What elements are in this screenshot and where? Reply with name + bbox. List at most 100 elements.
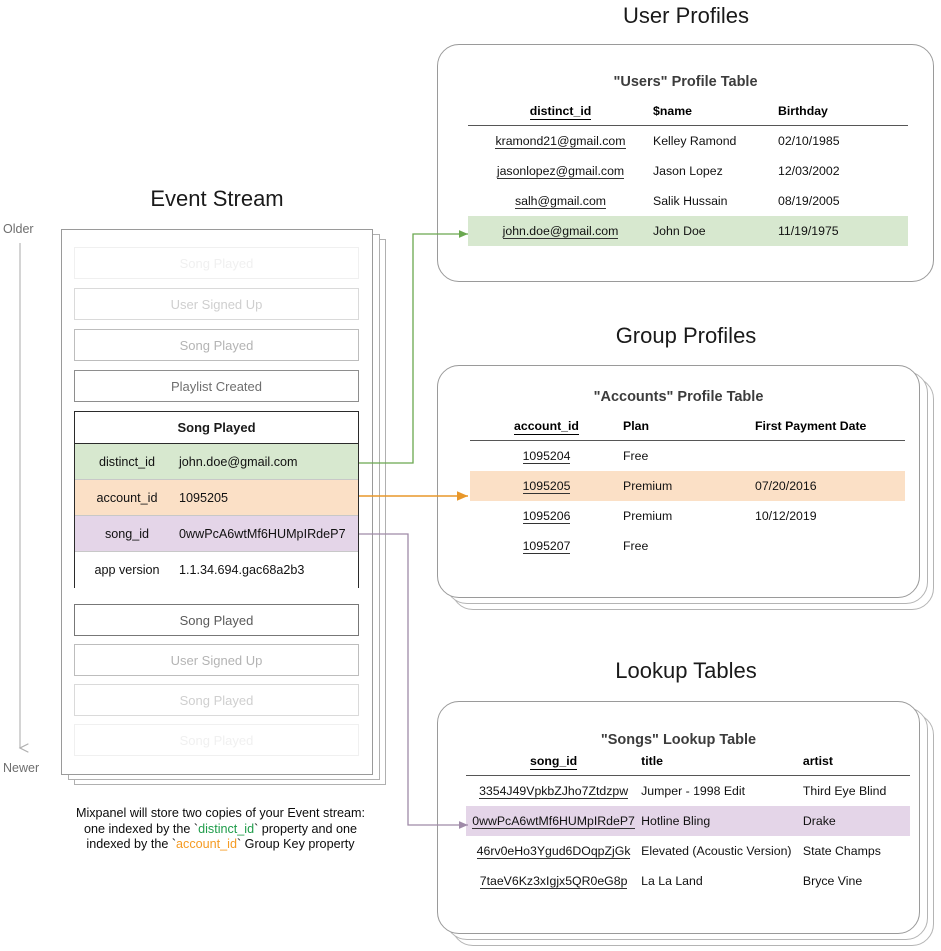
caption-block: Mixpanel will store two copies of your E… (38, 806, 403, 853)
songs-cell-song-id: 7taeV6Kz3xIgjx5QR0eG8p (479, 874, 628, 889)
table-row[interactable]: 46rv0eHo3Ygud6DOqpZjGk Elevated (Acousti… (466, 836, 910, 866)
accounts-table: account_id Plan First Payment Date 10952… (470, 419, 905, 561)
songs-table: song_id title artist 3354J49VpkbZJho7Ztd… (466, 754, 910, 896)
property-key: account_id (96, 490, 158, 505)
users-cell-birthday: 11/19/1975 (778, 216, 908, 246)
accounts-cell-account-id: 1095207 (522, 539, 571, 554)
event-label: Song Played (179, 337, 254, 353)
accounts-cell-plan: Free (623, 449, 649, 463)
table-row[interactable]: 3354J49VpkbZJho7Ztdzpw Jumper - 1998 Edi… (466, 776, 910, 807)
caption-line-3: indexed by the `account_id` Group Key pr… (38, 837, 403, 853)
table-row-highlighted[interactable]: john.doe@gmail.com John Doe 11/19/1975 (468, 216, 908, 246)
property-value: 0wwPcA6wtMf6HUMpIRdeP7 (179, 526, 346, 541)
users-cell-distinct-id: jasonlopez@gmail.com (496, 164, 625, 179)
caption-line-2: one indexed by the `distinct_id` propert… (38, 822, 403, 838)
table-row[interactable]: jasonlopez@gmail.com Jason Lopez 12/03/2… (468, 156, 908, 186)
accounts-cell-account-id: 1095206 (522, 509, 571, 524)
accounts-table-header-row: account_id Plan First Payment Date (470, 419, 905, 441)
accounts-table-title: "Accounts" Profile Table (593, 389, 764, 405)
songs-cell-song-id: 46rv0eHo3Ygud6DOqpZjGk (476, 844, 631, 859)
focused-event-card: Song Played distinct_id john.doe@gmail.c… (74, 411, 359, 588)
event-label: Song Played (179, 612, 254, 628)
section-title-lookup-tables: Lookup Tables (615, 658, 757, 683)
caption-line-1: Mixpanel will store two copies of your E… (75, 806, 366, 820)
users-table-header-row: distinct_id $name Birthday (468, 104, 908, 126)
songs-cell-title: La La Land (641, 874, 703, 888)
accounts-cell-account-id: 1095204 (522, 449, 571, 464)
event-property-distinct-id: distinct_id john.doe@gmail.com (75, 444, 358, 480)
event-box-6: User Signed Up (74, 644, 359, 676)
property-key: song_id (104, 526, 150, 541)
songs-col-artist: artist (802, 754, 910, 776)
event-property-account-id: account_id 1095205 (75, 480, 358, 516)
event-box-5: Song Played (74, 604, 359, 636)
accounts-cell-date: 10/12/2019 (755, 509, 817, 523)
users-cell-distinct-id: john.doe@gmail.com (468, 216, 653, 246)
users-col-distinct-id: distinct_id (468, 104, 653, 126)
caption-line-3-post: ` Group Key property (236, 837, 355, 851)
event-label: Song Played (179, 732, 254, 748)
users-table-title: "Users" Profile Table (613, 74, 758, 90)
property-key: app version (94, 563, 160, 577)
property-key: distinct_id (98, 454, 155, 469)
songs-cell-artist: Bryce Vine (802, 874, 863, 888)
users-cell-name: Salik Hussain (653, 194, 728, 208)
users-cell-birthday: 08/19/2005 (778, 194, 840, 208)
accounts-col-first-payment: First Payment Date (755, 419, 905, 441)
songs-cell-song-id: 3354J49VpkbZJho7Ztdzpw (479, 784, 629, 799)
users-cell-name: Kelley Ramond (653, 134, 737, 148)
songs-table-title: "Songs" Lookup Table (600, 732, 757, 748)
event-label: User Signed Up (170, 296, 263, 312)
users-cell-name: Jason Lopez (653, 164, 723, 178)
accounts-cell-plan: Premium (623, 471, 755, 501)
event-label: Playlist Created (170, 378, 263, 394)
event-box-8: Song Played (74, 724, 359, 756)
songs-cell-artist: Drake (802, 806, 910, 836)
accounts-cell-date (755, 531, 905, 561)
users-col-name: $name (653, 104, 778, 126)
songs-cell-title: Elevated (Acoustic Version) (641, 844, 792, 858)
users-cell-birthday: 02/10/1985 (778, 134, 840, 148)
songs-cell-title: Hotline Bling (641, 806, 803, 836)
table-row[interactable]: 1095204 Free (470, 441, 905, 472)
songs-cell-song-id: 0wwPcA6wtMf6HUMpIRdeP7 (466, 806, 642, 836)
table-row[interactable]: 1095207 Free (470, 531, 905, 561)
users-col-birthday: Birthday (778, 104, 908, 126)
accounts-cell-account-id: 1095205 (470, 471, 623, 501)
table-row-highlighted[interactable]: 0wwPcA6wtMf6HUMpIRdeP7 Hotline Bling Dra… (466, 806, 910, 836)
event-label: Song Played (179, 692, 254, 708)
section-title-group-profiles: Group Profiles (615, 323, 757, 348)
event-box-7: Song Played (74, 684, 359, 716)
property-value: 1.1.34.694.gac68a2b3 (179, 563, 305, 577)
section-title-user-profiles: User Profiles (623, 3, 749, 28)
accounts-cell-date (755, 441, 905, 472)
accounts-col-account-id: account_id (470, 419, 623, 441)
property-value: 1095205 (179, 490, 229, 505)
users-cell-name: John Doe (653, 216, 778, 246)
caption-account-id-token: account_id (176, 837, 237, 851)
focused-event-name: Song Played (75, 412, 358, 444)
caption-line-2-pre: one indexed by the ` (83, 821, 199, 836)
table-row[interactable]: kramond21@gmail.com Kelley Ramond 02/10/… (468, 126, 908, 157)
event-box-3: Playlist Created (74, 370, 359, 402)
table-row[interactable]: salh@gmail.com Salik Hussain 08/19/2005 (468, 186, 908, 216)
caption-distinct-id-token: distinct_id (198, 821, 255, 836)
songs-cell-title: Jumper - 1998 Edit (641, 784, 746, 798)
caption-line-2-post: ` property and one (254, 821, 358, 836)
accounts-cell-plan: Premium (623, 509, 673, 523)
users-cell-distinct-id: kramond21@gmail.com (495, 134, 626, 149)
accounts-cell-plan: Free (623, 539, 649, 553)
songs-col-song-id: song_id (466, 754, 642, 776)
table-row[interactable]: 7taeV6Kz3xIgjx5QR0eG8p La La Land Bryce … (466, 866, 910, 896)
timeline-newer-label: Newer (3, 761, 40, 775)
users-table: distinct_id $name Birthday kramond21@gma… (468, 104, 908, 246)
property-value: john.doe@gmail.com (179, 454, 298, 469)
songs-cell-artist: State Champs (802, 844, 881, 858)
event-label: Song Played (179, 255, 254, 271)
event-box-2: Song Played (74, 329, 359, 361)
songs-col-title: title (641, 754, 803, 776)
table-row-highlighted[interactable]: 1095205 Premium 07/20/2016 (470, 471, 905, 501)
accounts-col-plan: Plan (623, 419, 755, 441)
table-row[interactable]: 1095206 Premium 10/12/2019 (470, 501, 905, 531)
event-label: User Signed Up (170, 652, 263, 668)
